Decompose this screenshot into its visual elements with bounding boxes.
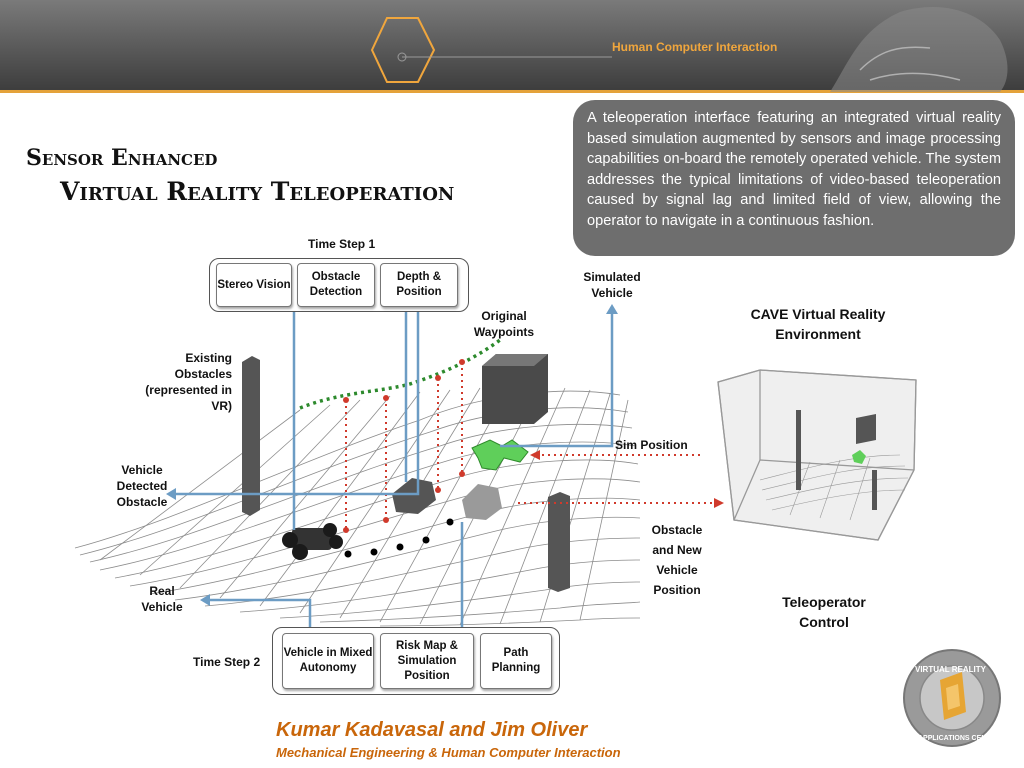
department: Mechanical Engineering & Human Computer … (276, 745, 621, 760)
obstacle-pillar-right (548, 492, 570, 592)
arrowhead-real-vehicle (200, 594, 210, 606)
obstacle-cube-top (482, 354, 548, 366)
hexagon-icon (370, 17, 436, 83)
vehicle-detected-obstacle-label: Vehicle Detected Obstacle (116, 463, 168, 509)
time-step-2-label: Time Step 2 (193, 655, 261, 669)
header-accent-line (0, 90, 1024, 93)
svg-text:APPLICATIONS CENTER: APPLICATIONS CENTER (918, 735, 1000, 742)
red-waypoint-markers (343, 359, 465, 533)
stereo-vision-box: Stereo Vision (216, 263, 292, 307)
cave-obstacle-pillar (796, 410, 801, 490)
obstacle-detection-box: Obstacle Detection (297, 263, 375, 307)
header-node-icon (397, 52, 407, 62)
red-dotted-verticals (345, 362, 463, 530)
authors: Kumar Kadavasal and Jim Oliver (276, 719, 588, 741)
mixed-autonomy-box: Vehicle in Mixed Autonomy (282, 633, 374, 689)
blue-arrow-real-line (206, 598, 312, 628)
ghost-obstacle (462, 484, 502, 520)
time-step-1-label: Time Step 1 (308, 237, 376, 251)
vrac-logo: VIRTUAL REALITY APPLICATIONS CENTER (903, 649, 1001, 747)
teleoperator-control-label: Teleoperator Control (782, 594, 866, 630)
page-title-line2: Virtual Reality Teleoperation (60, 177, 455, 206)
cave-title: CAVE Virtual Reality Environment (750, 306, 886, 342)
obstacle-pillar-left (242, 356, 260, 516)
page-title-line1: Sensor Enhanced (26, 145, 218, 171)
original-waypoints-label: Original Waypoints (473, 309, 535, 339)
simulated-vehicle-label: Simulated Vehicle (583, 270, 641, 300)
header-label: Human Computer Interaction (612, 40, 778, 54)
detected-obstacle (392, 478, 436, 514)
simulated-vehicle-icon (471, 439, 529, 471)
original-waypoints-path (299, 338, 502, 410)
sim-position-arrowhead (530, 450, 540, 460)
real-vehicle-label: Real Vehicle (141, 584, 183, 614)
cave-obstacle-pillar-small (872, 470, 877, 510)
description-box: A teleoperation interface featuring an i… (573, 100, 1015, 256)
obstacle-cube (482, 354, 548, 424)
path-planning-box: Path Planning (480, 633, 552, 689)
svg-text:VIRTUAL REALITY: VIRTUAL REALITY (915, 665, 987, 674)
cave-cube (717, 369, 917, 541)
cave-obstacle-cube (856, 414, 876, 444)
blue-arrow-detected-line (172, 310, 420, 496)
existing-obstacles-label: Existing Obstacles (represented in VR) (145, 351, 232, 413)
face-silhouette-icon (830, 7, 1008, 93)
cave-vehicle-icon (852, 450, 866, 464)
face-detail-icon (859, 46, 961, 81)
arrowhead-simulated-vehicle (606, 304, 618, 314)
sim-position-label: Sim Position (615, 438, 688, 452)
arrowhead-detected-obstacle (166, 488, 176, 500)
blue-arrow-sim-line (500, 310, 614, 448)
planned-path-dots (344, 518, 454, 558)
cave-terrain-mesh (759, 454, 909, 521)
risk-map-box: Risk Map & Simulation Position (380, 633, 474, 689)
depth-position-box: Depth & Position (380, 263, 458, 307)
obstacle-new-position-label: Obstacle and New Vehicle Position (651, 523, 703, 597)
real-vehicle-icon (282, 523, 343, 560)
obstacle-position-arrowhead (714, 498, 724, 508)
